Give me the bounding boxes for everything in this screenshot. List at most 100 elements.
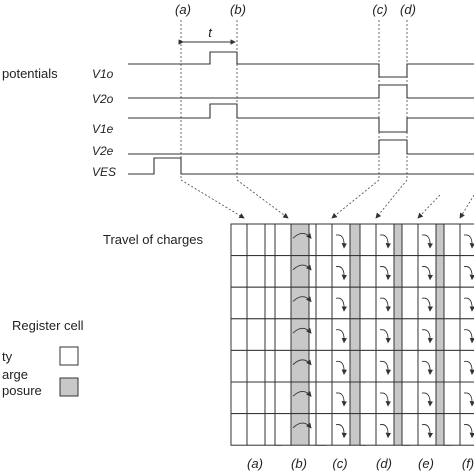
register-cell <box>230 349 248 383</box>
register-cell <box>375 223 395 257</box>
charge-transfer-arrow <box>421 266 434 281</box>
register-cell <box>315 381 333 415</box>
register-cell <box>315 223 333 257</box>
time-marker-d: (d) <box>400 2 416 17</box>
register-cell <box>417 381 437 415</box>
charge-transfer-arrow <box>335 392 348 407</box>
register-cell <box>274 318 292 351</box>
charge-transfer-arrow <box>292 327 312 334</box>
register-cell <box>331 413 351 446</box>
register-cell <box>246 413 266 446</box>
waveform-v1o <box>128 51 474 78</box>
legend-charge-swatch <box>59 377 79 397</box>
register-cell <box>230 413 248 446</box>
register-cell <box>417 318 437 351</box>
charge-transfer-arrow <box>463 329 474 344</box>
register-cell <box>315 349 333 383</box>
register-cell <box>331 286 351 320</box>
register-cell <box>315 413 333 446</box>
register-cell <box>274 255 292 288</box>
timing-arrow-a <box>180 179 245 219</box>
empty-cell-label: ty <box>2 349 13 364</box>
panel-label-c: (c) <box>332 456 347 471</box>
register-cell <box>417 413 437 446</box>
potentials-label: potentials <box>2 66 58 81</box>
panel-label-a: (a) <box>247 456 263 471</box>
register-cell <box>230 381 248 415</box>
register-cell <box>331 318 351 351</box>
signal-label-v1e: V1e <box>92 122 114 136</box>
signal-label-ves: VES <box>92 165 116 179</box>
charge-transfer-arrow <box>463 234 474 249</box>
charge-transfer-arrow <box>379 297 392 312</box>
register-cell <box>331 255 351 288</box>
register-cell-label: Register cell <box>12 318 84 333</box>
register-cell <box>443 318 461 351</box>
time-marker-a: (a) <box>175 2 191 17</box>
charge-transfer-arrow <box>335 297 348 312</box>
register-cell <box>315 286 333 320</box>
register-cell <box>246 381 266 415</box>
charge-transfer-arrow <box>463 424 474 439</box>
register-cell <box>359 255 377 288</box>
charge-transfer-arrow <box>292 359 312 366</box>
register-cell <box>375 349 395 383</box>
register-cell <box>315 318 333 351</box>
charge-transfer-arrow <box>335 329 348 344</box>
waveform-ves <box>128 157 474 175</box>
register-cell <box>230 286 248 320</box>
charge-transfer-arrow <box>292 391 312 397</box>
charge-transfer-arrow <box>335 234 348 249</box>
register-cell <box>375 413 395 446</box>
register-cell <box>359 223 377 257</box>
register-cell <box>443 223 461 257</box>
register-panel-a: (a) <box>230 223 282 471</box>
register-cell <box>290 286 310 320</box>
charge-transfer-arrow <box>379 329 392 344</box>
panel-label-e: (e) <box>418 456 434 471</box>
waveform-v1e <box>128 103 474 133</box>
register-cell <box>290 349 310 383</box>
register-cell <box>359 286 377 320</box>
register-cell <box>331 381 351 415</box>
timing-arrow-c <box>331 179 380 219</box>
charge-transfer-arrow <box>292 233 312 239</box>
charge-transfer-arrow <box>335 360 348 375</box>
charge-transfer-arrow <box>379 392 392 407</box>
register-cell <box>401 255 419 288</box>
charge-transfer-arrow <box>379 266 392 281</box>
register-cell <box>443 255 461 288</box>
charge-transfer-arrow <box>463 297 474 312</box>
timing-arrow-f <box>459 194 474 219</box>
charge-transfer-arrow <box>421 360 434 375</box>
travel-of-charges-label: Travel of charges <box>103 232 203 247</box>
timing-arrow-b <box>236 179 289 219</box>
legend-empty-swatch <box>59 346 79 366</box>
register-cell <box>375 286 395 320</box>
register-cell <box>290 381 310 415</box>
register-cell <box>359 349 377 383</box>
register-cell <box>401 349 419 383</box>
t-label: t <box>208 25 213 40</box>
register-cell <box>359 413 377 446</box>
charge-transfer-arrow <box>463 266 474 281</box>
charge-transfer-arrow <box>421 234 434 249</box>
panel-label-d: (d) <box>376 456 392 471</box>
register-cell <box>246 349 266 383</box>
register-cell <box>401 381 419 415</box>
register-cell <box>246 286 266 320</box>
charge-transfer-arrow <box>421 297 434 312</box>
register-cell <box>375 381 395 415</box>
charge-transfer-arrow <box>379 234 392 249</box>
register-cell <box>331 349 351 383</box>
register-cell <box>417 223 437 257</box>
register-cell <box>290 255 310 288</box>
register-cell <box>274 223 292 257</box>
register-cell <box>230 318 248 351</box>
register-cell <box>401 413 419 446</box>
register-cell <box>274 413 292 446</box>
register-cell <box>375 255 395 288</box>
charge-transfer-arrow <box>421 329 434 344</box>
register-cell <box>417 255 437 288</box>
